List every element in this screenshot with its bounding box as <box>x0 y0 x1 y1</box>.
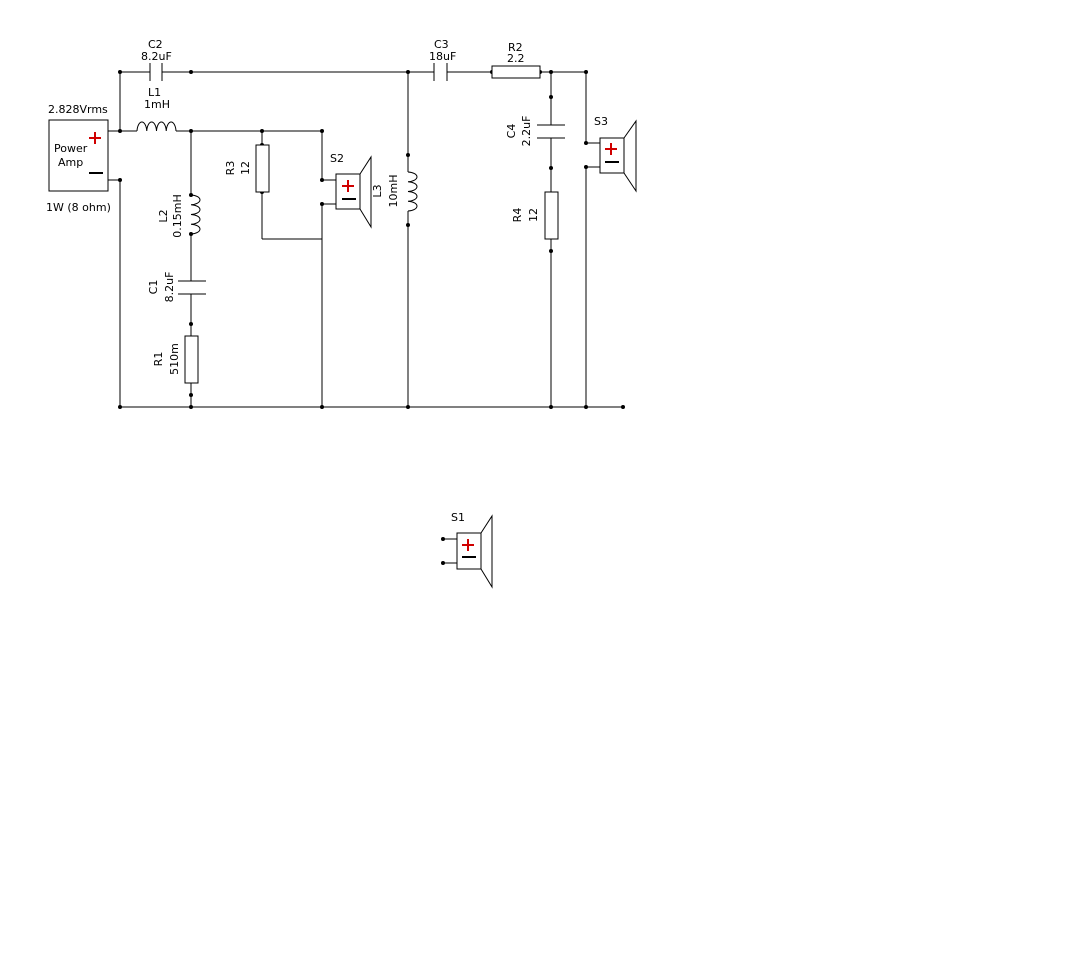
amp-name-line2: Amp <box>58 156 83 169</box>
r1-ref: R1 <box>152 352 165 367</box>
l3-value: 10mH <box>387 175 400 208</box>
c4-ref: C4 <box>505 124 518 139</box>
r1-value: 510m <box>168 343 181 375</box>
r4-ref: R4 <box>511 208 524 223</box>
c1-ref: C1 <box>147 280 160 295</box>
c3-ref: C3 <box>434 38 449 51</box>
capacitor-c2[interactable]: C2 8.2uF <box>141 38 172 81</box>
plus-icon <box>462 539 474 551</box>
power-amp[interactable]: 2.828Vrms Power Amp 1W (8 ohm) <box>46 103 111 214</box>
r3-ref: R3 <box>224 161 237 176</box>
plus-icon <box>342 180 354 192</box>
c1-value: 8.2uF <box>163 272 176 303</box>
capacitor-c1[interactable]: C1 8.2uF <box>147 272 206 303</box>
inductor-l3[interactable]: L3 10mH <box>371 171 418 212</box>
speaker-s2[interactable]: S2 <box>330 152 372 229</box>
r2-ref: R2 <box>508 41 523 54</box>
inductor-l1[interactable]: L1 1mH <box>136 86 177 132</box>
l2-ref: L2 <box>157 209 170 222</box>
s1-ref: S1 <box>451 511 465 524</box>
s3-ref: S3 <box>594 115 608 128</box>
c3-value: 18uF <box>429 50 456 63</box>
r4-value: 12 <box>527 208 540 222</box>
r2-value: 2.2 <box>507 52 525 65</box>
speaker-s1[interactable]: S1 <box>441 511 493 589</box>
plus-icon <box>89 132 101 144</box>
amp-name-line1: Power <box>54 142 88 155</box>
amp-power-label: 1W (8 ohm) <box>46 201 111 214</box>
l2-value: 0.15mH <box>171 194 184 237</box>
plus-icon <box>605 143 617 155</box>
l1-value: 1mH <box>144 98 170 111</box>
capacitor-c3[interactable]: C3 18uF <box>429 38 456 81</box>
capacitor-c4[interactable]: C4 2.2uF <box>505 116 565 147</box>
resistor-r2[interactable]: R2 2.2 <box>491 41 541 79</box>
c2-ref: C2 <box>148 38 163 51</box>
resistor-r1[interactable]: R1 510m <box>152 335 199 384</box>
l1-ref: L1 <box>148 86 161 99</box>
inductor-l2[interactable]: L2 0.15mH <box>157 194 201 238</box>
c4-value: 2.2uF <box>520 116 533 147</box>
amp-voltage-label: 2.828Vrms <box>48 103 108 116</box>
r3-value: 12 <box>239 161 252 175</box>
s2-ref: S2 <box>330 152 344 165</box>
c2-value: 8.2uF <box>141 50 172 63</box>
resistor-r4[interactable]: R4 12 <box>511 191 559 240</box>
l3-ref: L3 <box>371 184 384 197</box>
resistor-r3[interactable]: R3 12 <box>224 144 270 193</box>
speaker-s3[interactable]: S3 <box>594 115 637 193</box>
